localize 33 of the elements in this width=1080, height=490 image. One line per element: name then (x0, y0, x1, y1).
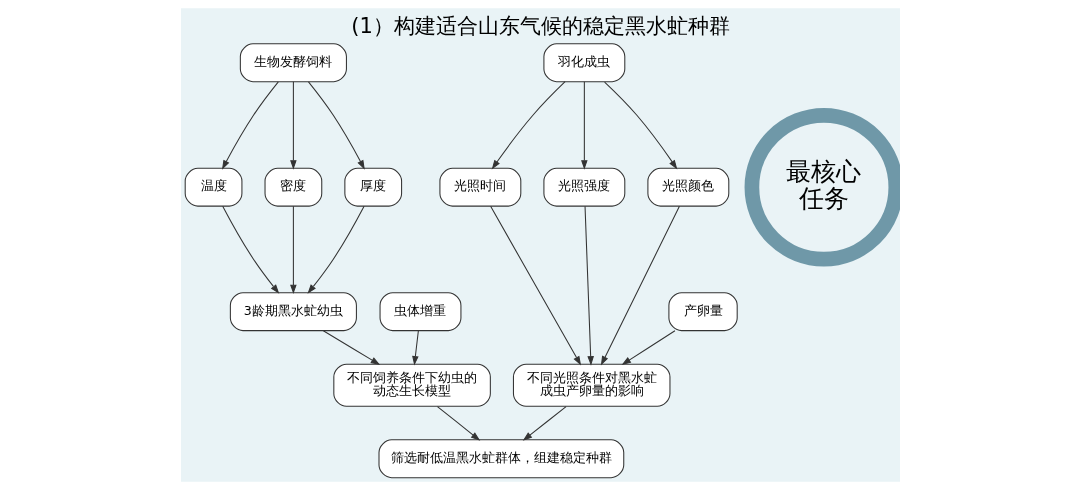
node-box: 不同光照条件对黑水虻成虫产卵量的影响 (512, 363, 670, 407)
node-box: 温度 (184, 167, 242, 207)
node-box: 厚度 (343, 167, 402, 207)
arrow (307, 81, 365, 170)
arrow (289, 205, 297, 295)
arrow (491, 81, 566, 170)
arrow (221, 205, 279, 294)
arrow (580, 81, 588, 170)
arrow (322, 330, 380, 365)
arrow (411, 330, 419, 366)
arrow (289, 81, 297, 170)
node-box: 产卵量 (667, 292, 738, 332)
node-box: 羽化成虫 (542, 43, 625, 83)
node-box: 光照强度 (542, 167, 625, 207)
arrow (489, 205, 581, 366)
arrow (603, 81, 677, 170)
node-box: 密度 (264, 167, 322, 207)
node-box: 光照颜色 (646, 167, 729, 207)
arrow (436, 406, 480, 441)
arrow (522, 406, 567, 441)
arrow (621, 330, 675, 365)
node-box: 光照时间 (438, 167, 521, 207)
arrow (307, 205, 365, 294)
node-box: 不同饲养条件下幼虫的动态生长模型 (332, 363, 491, 407)
node-box: 生物发酵饲料 (239, 43, 347, 83)
arrow (221, 81, 279, 170)
arrow (584, 205, 594, 366)
node-circle: 最核心任务 (744, 107, 900, 267)
node-box: 虫体增重 (379, 292, 461, 332)
arrow (600, 205, 680, 366)
node-box: 筛选耐低温黑水虻群体，组建稳定种群 (377, 439, 624, 479)
node-box: 3龄期黑水虻幼虫 (229, 292, 357, 332)
diagram-title: (1）构建适合山东气候的稳定黑水虻种群 (350, 14, 730, 39)
